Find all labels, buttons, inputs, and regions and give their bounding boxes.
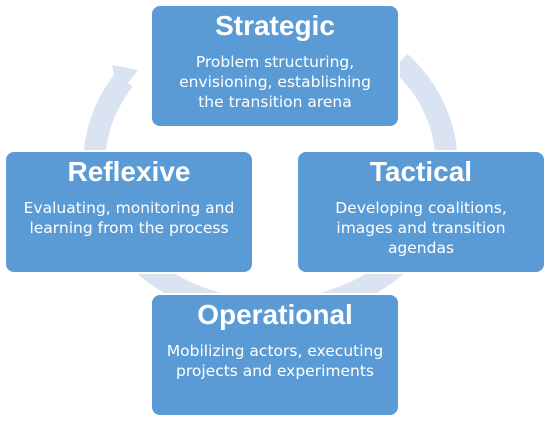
operational-title: Operational	[197, 299, 353, 330]
strategic-title: Strategic	[215, 10, 335, 41]
cycle-arrowhead	[112, 65, 138, 96]
tactical-title: Tactical	[369, 156, 473, 187]
operational-box: Operational Mobilizing actors, executing…	[150, 293, 400, 417]
reflexive-description: Evaluating, monitoring and learning from…	[23, 199, 235, 237]
reflexive-title: Reflexive	[67, 156, 191, 187]
strategic-description: Problem structuring, envisioning, establ…	[179, 53, 371, 111]
strategic-box: Strategic Problem structuring, envisioni…	[150, 4, 400, 128]
reflexive-box: Reflexive Evaluating, monitoring and lea…	[4, 150, 254, 274]
tactical-description: Developing coalitions, images and transi…	[335, 199, 507, 257]
operational-description: Mobilizing actors, executing projects an…	[166, 342, 384, 380]
tactical-box: Tactical Developing coalitions, images a…	[296, 150, 546, 274]
